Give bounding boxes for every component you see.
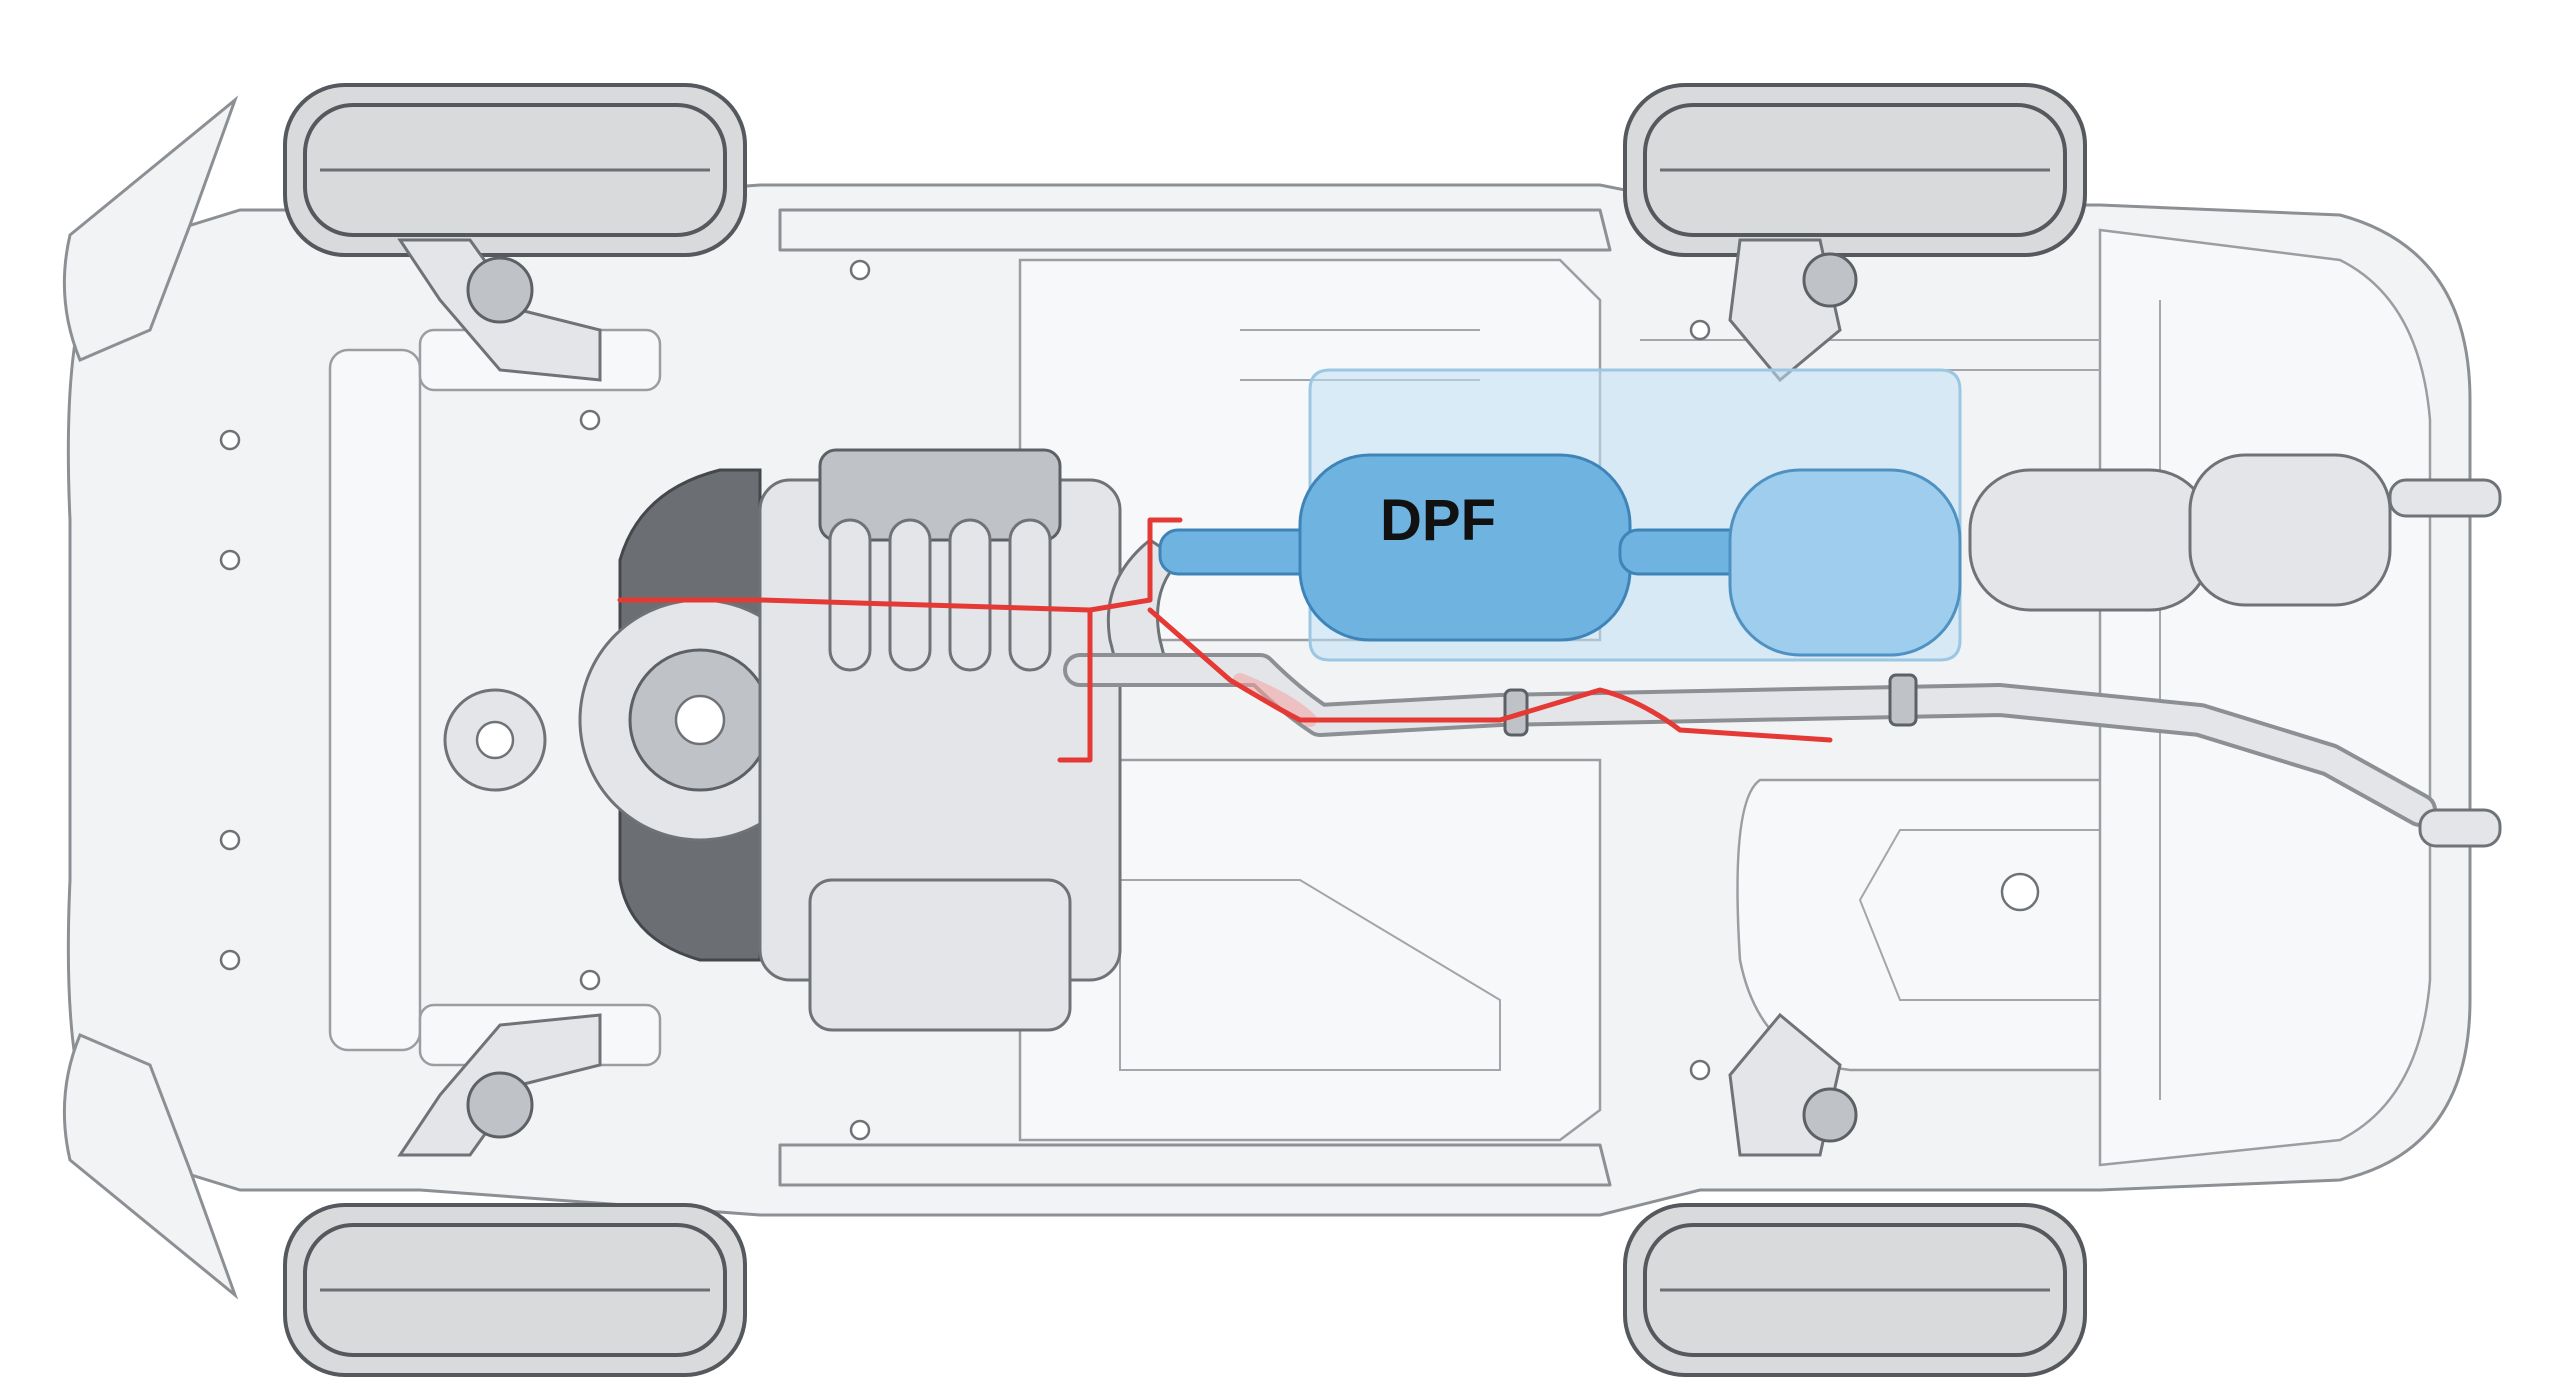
dpf-highlight: DPF <box>1158 368 1962 662</box>
front-right-wheel <box>283 1203 747 1377</box>
engine <box>443 448 1122 1032</box>
fastener-bolts <box>219 259 1711 1141</box>
suspension <box>397 238 1858 1157</box>
front-left-wheel <box>283 83 747 257</box>
sensor-wiring <box>617 517 1833 763</box>
rear-right-wheel <box>1623 1203 2087 1377</box>
rear-left-wheel <box>1623 83 2087 257</box>
dpf-label: DPF <box>1380 488 1496 553</box>
